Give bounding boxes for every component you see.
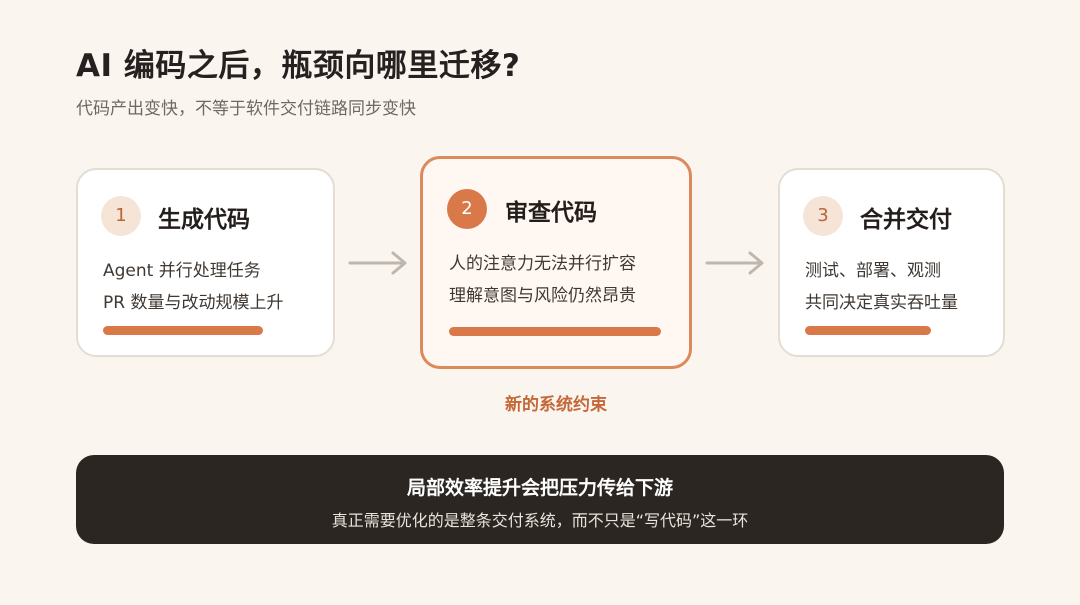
page-subtitle: 代码产出变快，不等于软件交付链路同步变快	[76, 99, 416, 119]
step-accent-bar	[805, 326, 931, 335]
step-title: 审查代码	[505, 200, 597, 226]
banner-subtitle: 真正需要优化的是整条交付系统，而不只是“写代码”这一环	[331, 511, 749, 530]
banner-title: 局部效率提升会把压力传给下游	[406, 477, 673, 499]
step-number-badge: 1	[101, 196, 141, 236]
arrow-right-icon	[348, 251, 407, 275]
arrow-right-icon	[705, 251, 764, 275]
step-description-line: PR 数量与改动规模上升	[103, 293, 284, 313]
step-accent-bar	[103, 326, 263, 335]
step-title: 生成代码	[158, 207, 250, 233]
step-title: 合并交付	[860, 207, 952, 233]
step-number-badge: 3	[803, 196, 843, 236]
step-description-line: 理解意图与风险仍然昂贵	[449, 286, 636, 306]
step-number-badge: 2	[447, 189, 487, 229]
step-accent-bar	[449, 327, 661, 336]
page-title: AI 编码之后，瓶颈向哪里迁移?	[76, 48, 521, 84]
step-description-line: Agent 并行处理任务	[103, 261, 261, 281]
step-description-line: 测试、部署、观测	[805, 261, 941, 281]
constraint-label: 新的系统约束	[505, 395, 607, 415]
step-card-merge: 3 合并交付 测试、部署、观测 共同决定真实吞吐量	[778, 168, 1005, 357]
step-card-review: 2 审查代码 人的注意力无法并行扩容 理解意图与风险仍然昂贵	[420, 156, 692, 369]
step-description-line: 人的注意力无法并行扩容	[449, 254, 636, 274]
summary-banner: 局部效率提升会把压力传给下游 真正需要优化的是整条交付系统，而不只是“写代码”这…	[76, 455, 1004, 544]
step-card-generate: 1 生成代码 Agent 并行处理任务 PR 数量与改动规模上升	[76, 168, 335, 357]
step-description-line: 共同决定真实吞吐量	[805, 293, 958, 313]
